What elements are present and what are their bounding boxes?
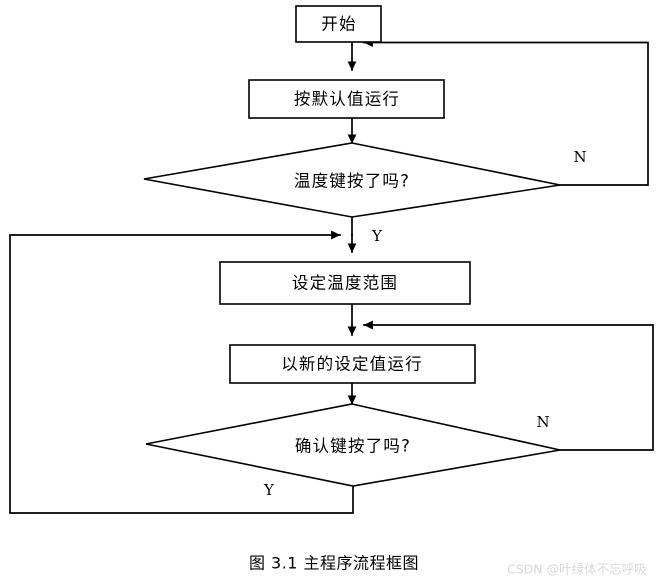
- figure-caption: 图 3.1 主程序流程框图: [249, 554, 419, 573]
- node-confirm-key-label: 确认键按了吗?: [295, 437, 411, 456]
- node-default-run[interactable]: 按默认值运行: [248, 79, 445, 119]
- node-start-label: 开始: [321, 15, 356, 34]
- node-temp-key-label: 温度键按了吗?: [294, 172, 410, 191]
- node-new-run-shape: [229, 344, 476, 384]
- node-new-run[interactable]: 以新的设定值运行: [229, 344, 476, 384]
- node-new-run-label: 以新的设定值运行: [281, 355, 423, 374]
- branch-label-yes-top: Y: [371, 227, 383, 245]
- edge-temp-key-no-loop: [363, 38, 649, 186]
- node-temp-key-shape: [143, 142, 561, 218]
- node-default-run-shape: [248, 79, 445, 119]
- node-set-range-label: 设定温度范围: [292, 274, 398, 293]
- edge-confirm-key-no-loop: [363, 320, 654, 451]
- csdn-watermark: CSDN @叶绿体不忘呼吸: [507, 562, 647, 577]
- edge-confirm-key-yes-loop: [9, 230, 354, 514]
- branch-label-no-top: N: [573, 148, 586, 166]
- node-start-shape: [295, 5, 382, 43]
- node-default-run-label: 按默认值运行: [294, 90, 400, 109]
- branch-label-yes-bottom: Y: [263, 481, 275, 499]
- node-temp-key-decision[interactable]: 温度键按了吗?: [143, 142, 561, 218]
- node-set-range-shape: [219, 261, 471, 305]
- node-confirm-key-shape: [145, 403, 561, 487]
- node-set-range[interactable]: 设定温度范围: [219, 261, 471, 305]
- branch-label-no-bottom: N: [536, 413, 549, 431]
- node-start[interactable]: 开始: [295, 5, 382, 43]
- node-confirm-key-decision[interactable]: 确认键按了吗?: [145, 403, 561, 487]
